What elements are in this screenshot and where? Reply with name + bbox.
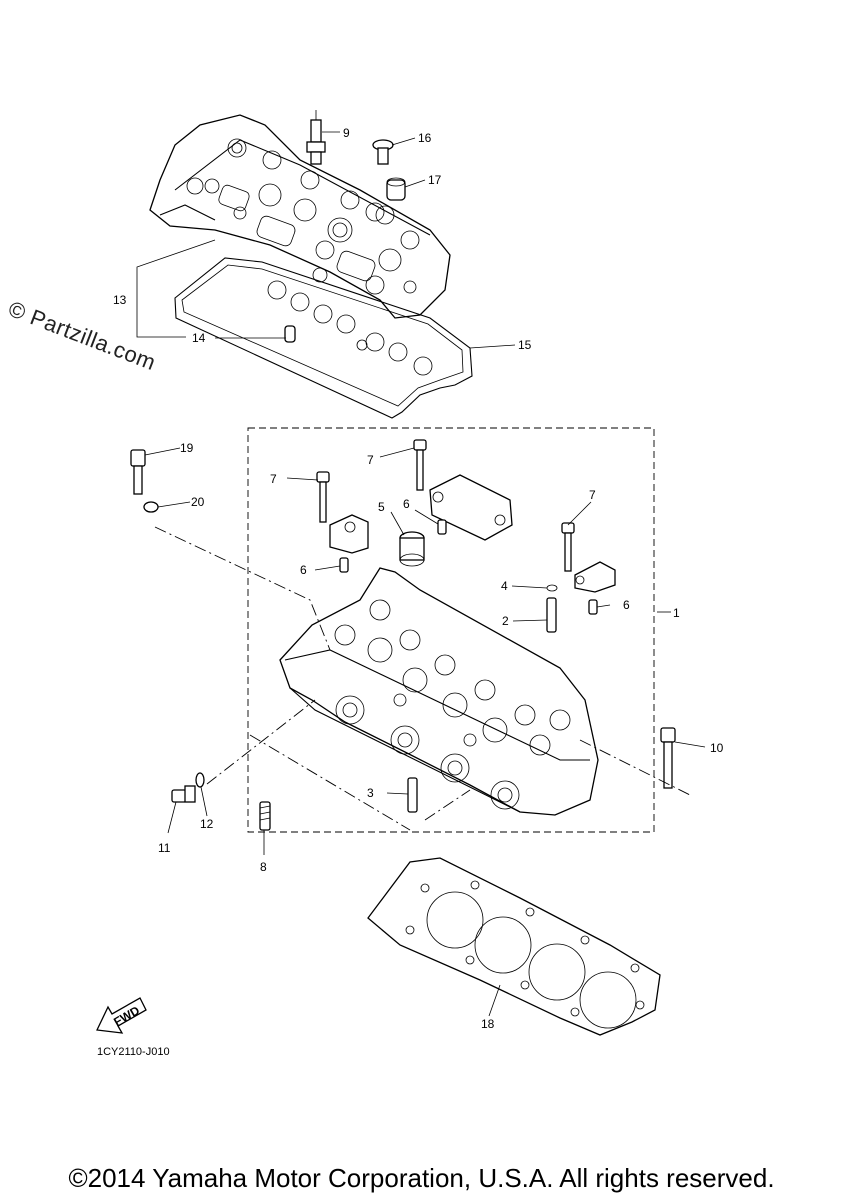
seal-5	[399, 531, 425, 567]
bolt-19	[130, 449, 146, 495]
callout-6b: 6	[300, 563, 307, 577]
clip-4	[546, 584, 558, 592]
diagram-code: 1CY2110-J010	[97, 1046, 170, 1058]
cylinder-head-assembly-box	[247, 427, 655, 833]
head-bolt-10	[660, 727, 676, 789]
camshaft-cap-right	[574, 561, 616, 593]
callout-11: 11	[158, 841, 171, 855]
grommet	[386, 177, 406, 201]
camshaft-cap-left	[329, 514, 369, 554]
half-moon-plug	[284, 325, 296, 343]
dowel-pin-c	[588, 599, 598, 615]
cylinder-head	[279, 567, 599, 816]
callout-labels: 9 16 17 13 14 15 19 20 7 7 7 5 6 6 6 4 2…	[113, 126, 724, 1031]
callout-7b: 7	[367, 453, 374, 467]
callout-16: 16	[418, 131, 432, 145]
valve-guide-2	[546, 597, 557, 633]
dowel-pin-a	[339, 557, 349, 573]
washer-12	[195, 772, 205, 788]
callout-1: 1	[673, 606, 680, 620]
callout-2: 2	[502, 614, 509, 628]
stud-bolt	[259, 801, 271, 831]
dowel-pin-b	[437, 519, 447, 535]
cylinder-head-cover	[149, 114, 451, 319]
callout-15: 15	[518, 338, 532, 352]
cap-bolt-left	[316, 471, 330, 523]
callout-4: 4	[501, 579, 508, 593]
cover-bolt	[372, 139, 394, 165]
callout-19: 19	[180, 441, 194, 455]
fwd-arrow-icon: FWD	[96, 997, 147, 1034]
callout-7c: 7	[589, 488, 596, 502]
callout-8: 8	[260, 860, 267, 874]
callout-6c: 6	[623, 598, 630, 612]
alignment-lines	[154, 526, 691, 831]
copyright-notice: ©2014 Yamaha Motor Corporation, U.S.A. A…	[68, 1163, 775, 1193]
callout-20: 20	[191, 495, 205, 509]
callout-12: 12	[200, 817, 214, 831]
bolt-11	[171, 785, 196, 803]
camshaft-cap-center	[429, 474, 513, 541]
valve-guide-3	[407, 777, 418, 813]
cover-gasket	[174, 257, 473, 419]
callout-6a: 6	[403, 497, 410, 511]
callout-5: 5	[378, 500, 385, 514]
callout-3: 3	[367, 786, 374, 800]
cap-bolt-right	[561, 522, 575, 572]
washer-20	[143, 501, 159, 513]
callout-13: 13	[113, 293, 127, 307]
cylinder-head-gasket	[367, 857, 661, 1036]
cap-bolt-center	[413, 439, 427, 491]
callout-10: 10	[710, 741, 724, 755]
callout-7a: 7	[270, 472, 277, 486]
callout-17: 17	[428, 173, 442, 187]
callout-14: 14	[192, 331, 206, 345]
callout-9: 9	[343, 126, 350, 140]
callout-18: 18	[481, 1017, 495, 1031]
spark-plug	[306, 110, 326, 165]
leader-lines	[136, 131, 706, 1017]
